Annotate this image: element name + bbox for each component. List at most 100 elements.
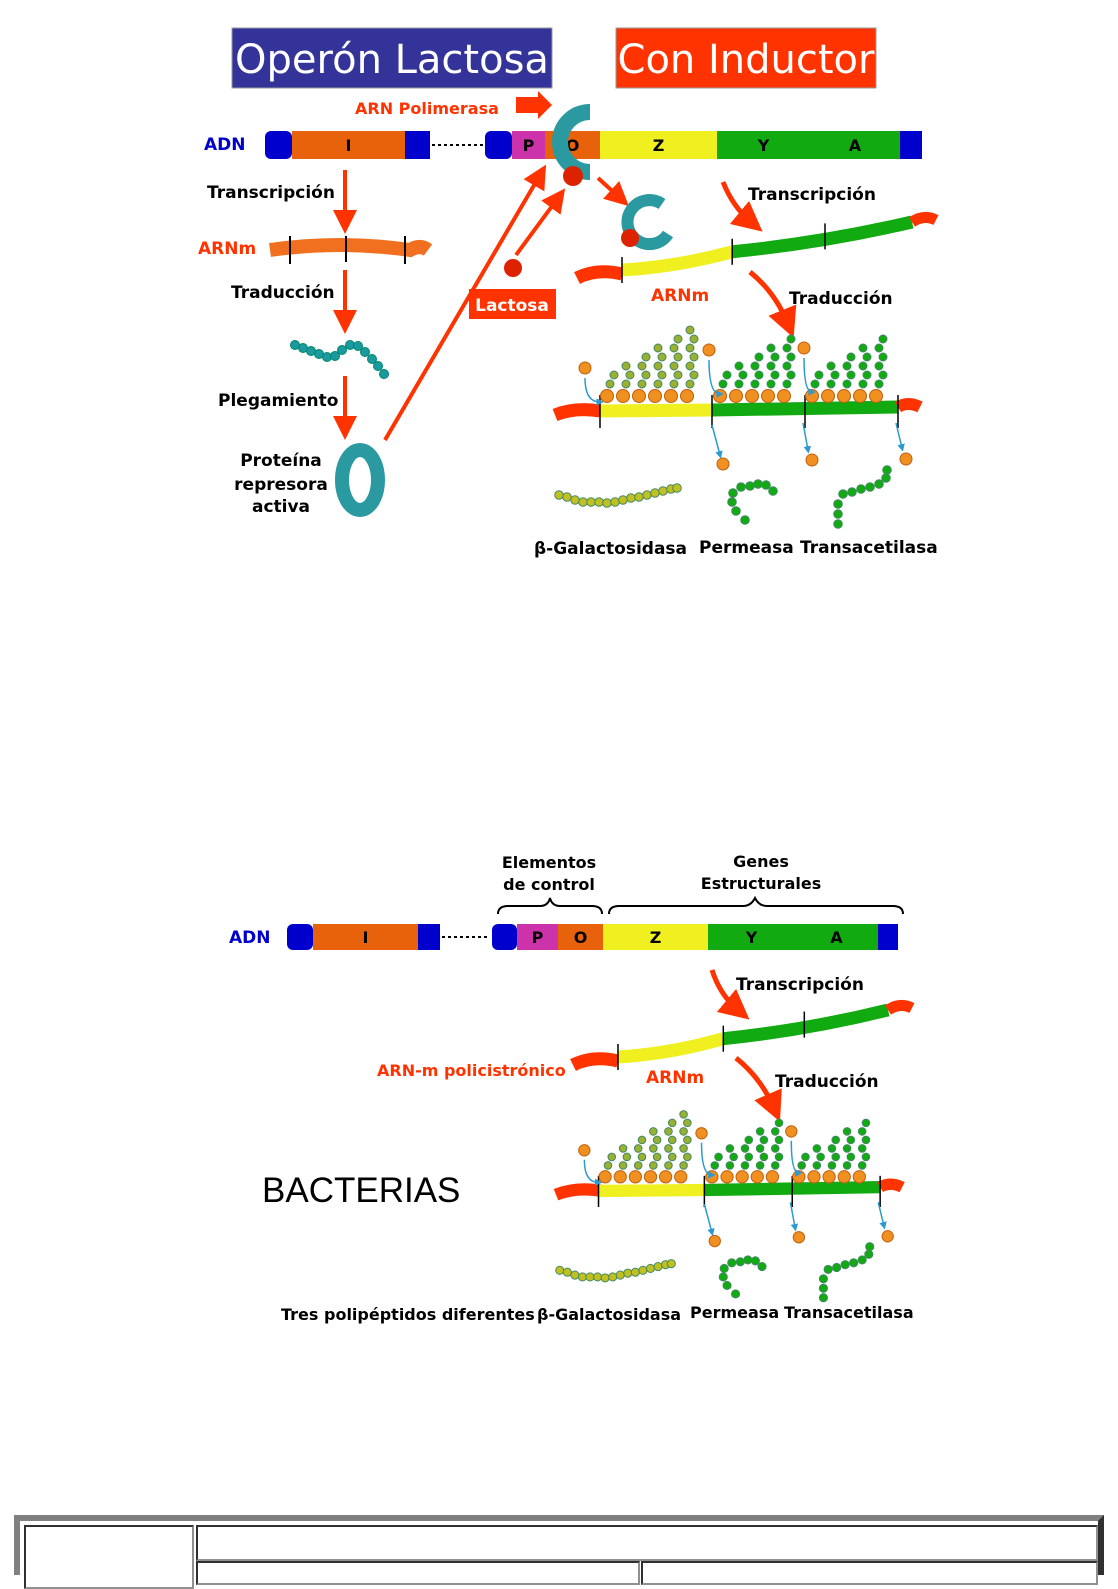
protein-residue <box>562 1267 572 1277</box>
gene-label-p: P <box>532 928 544 947</box>
ribosome <box>821 389 835 403</box>
amino-acid <box>683 1152 692 1162</box>
amino-acid <box>846 1135 856 1145</box>
gene-segment-a <box>810 131 900 159</box>
amino-acid <box>633 1161 643 1170</box>
transcripcion-2: Transcripción <box>736 975 864 995</box>
mrna-ya <box>731 215 914 259</box>
control-brace <box>497 897 603 915</box>
amino-acid <box>603 1161 613 1170</box>
protein-residue <box>833 519 843 529</box>
activa-label: activa <box>252 497 310 517</box>
amino-acid <box>738 370 748 380</box>
gene-segment-blue <box>492 924 517 950</box>
amino-acid <box>755 1144 765 1153</box>
amino-acid <box>622 1152 632 1162</box>
protein-residue <box>768 486 778 496</box>
amino-acid <box>754 352 764 362</box>
amino-acid <box>734 361 744 371</box>
amino-acid <box>766 361 776 371</box>
protein-residue <box>653 1261 663 1272</box>
protein-residue <box>650 488 660 498</box>
amino-acid <box>664 1127 673 1136</box>
protein-residue <box>735 1257 745 1267</box>
ribosome <box>837 389 851 403</box>
amino-acid <box>878 334 888 344</box>
arnm-left: ARNm <box>198 239 256 259</box>
amino-acid <box>714 1152 723 1162</box>
amino-acid <box>862 370 872 380</box>
product-galactosidasa: β-Galactosidasa <box>534 539 687 559</box>
amino-acid <box>689 352 699 362</box>
mrna-z <box>599 403 713 418</box>
amino-acid <box>770 1144 780 1153</box>
amino-acid <box>649 1144 658 1153</box>
released-ribosome <box>716 457 730 471</box>
amino-acid <box>685 361 695 371</box>
lac-operon-bacteria-diagram: Elementos de control Genes Estructurales… <box>229 852 915 1324</box>
amino-acid <box>786 370 796 380</box>
amino-acid <box>618 1161 628 1170</box>
protein-residue <box>730 1289 741 1299</box>
protein-residue <box>865 1242 875 1252</box>
product-transacetilasa-2: Transacetilasa <box>784 1303 914 1322</box>
gene-label-i: I <box>346 136 352 155</box>
ribosome-subunit <box>578 361 592 375</box>
amino-acid <box>797 1161 806 1170</box>
amino-acid <box>710 1161 720 1170</box>
amino-acid <box>637 1152 647 1162</box>
amino-acid <box>770 352 780 362</box>
protein-residue <box>722 1280 732 1291</box>
amino-acid <box>683 1135 692 1145</box>
amino-acid <box>679 1161 688 1170</box>
gene-label-p: P <box>523 136 535 155</box>
adn-label: ADN <box>204 135 246 155</box>
protein-residue <box>847 487 857 497</box>
amino-acid <box>657 370 667 380</box>
amino-acid <box>621 361 631 371</box>
tres-polipeptidos-label: Tres polipéptidos diferentes <box>281 1305 535 1324</box>
protein-residue <box>727 497 737 507</box>
mrna-leader <box>574 265 624 284</box>
mrna-trailer <box>908 211 939 227</box>
ribosome <box>616 389 630 403</box>
amino-acid <box>857 1161 867 1170</box>
gene-segment-y <box>717 131 810 159</box>
amino-acid <box>664 1144 673 1153</box>
protein-residue <box>630 1267 640 1277</box>
genes-label-1: Genes <box>733 852 789 871</box>
amino-acid <box>826 361 836 371</box>
gene-label-i: I <box>363 928 369 947</box>
gene-segment-z <box>600 131 717 159</box>
product-permeasa: Permeasa <box>699 538 794 558</box>
protein-residue <box>818 1274 828 1284</box>
amino-acid <box>874 379 884 389</box>
arn-policistronico-label: ARN-m policistrónico <box>377 1061 566 1080</box>
product-galactosidasa-2: β-Galactosidasa <box>537 1305 681 1324</box>
amino-acid <box>774 1152 784 1162</box>
ribosome <box>837 1170 851 1184</box>
amino-acid <box>740 1161 750 1170</box>
protein-residue <box>881 473 891 483</box>
amino-acid <box>652 1152 662 1162</box>
gene-label-z: Z <box>653 136 665 155</box>
amino-acid <box>861 1118 871 1128</box>
amino-acid <box>786 352 796 362</box>
plegamiento-label: Plegamiento <box>218 391 338 411</box>
ribosome <box>648 389 662 403</box>
protein-residue <box>736 482 746 492</box>
bacterias-label: BACTERIAS <box>262 1171 460 1210</box>
ribosome <box>852 1170 866 1184</box>
amino-acid <box>858 379 868 389</box>
amino-acid <box>814 370 824 380</box>
amino-acid <box>679 1144 688 1153</box>
represora-label: represora <box>234 475 328 495</box>
amino-acid <box>652 1135 662 1145</box>
protein-residue <box>857 1255 867 1265</box>
amino-acid <box>718 379 728 389</box>
amino-acid <box>607 1152 617 1162</box>
amino-acid <box>725 1144 735 1153</box>
traduccion-right: Traducción <box>789 289 893 309</box>
amino-acid <box>664 1161 673 1170</box>
